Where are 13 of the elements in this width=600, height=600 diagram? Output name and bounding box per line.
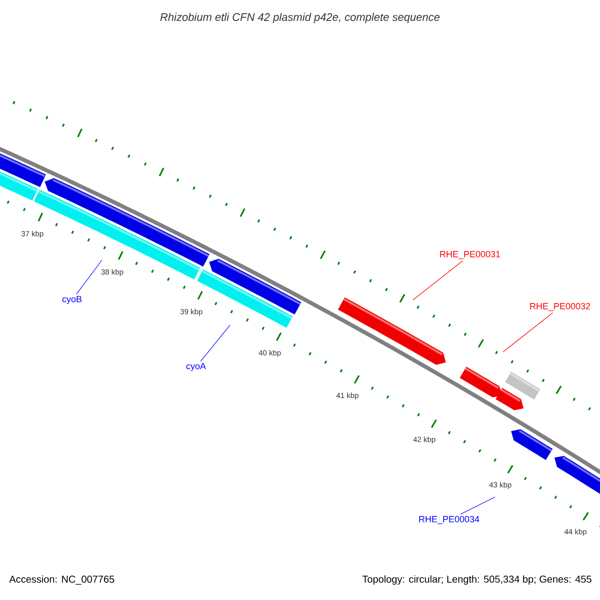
gene-label: RHE_PE00034 [419, 516, 480, 524]
leader-line [460, 496, 496, 515]
title: Rhizobium etli CFN 42 plasmid p42e, complete sequence [160, 12, 440, 24]
gene-label: cyoA [186, 362, 206, 372]
gene-label: cyoB [62, 296, 82, 304]
gene-label: RHE_PE00032 [530, 302, 590, 312]
leader-line [502, 312, 554, 352]
leader-line [412, 260, 464, 300]
leader-line [76, 260, 102, 295]
accession-label: Accession: NC_007765 [9, 575, 114, 585]
leader-line [200, 324, 230, 362]
gene-label: RHE_PE00031 [440, 250, 500, 260]
sequence-info-label: Topology: circular; Length: 505,334 bp; Genes: 455 [362, 575, 592, 585]
